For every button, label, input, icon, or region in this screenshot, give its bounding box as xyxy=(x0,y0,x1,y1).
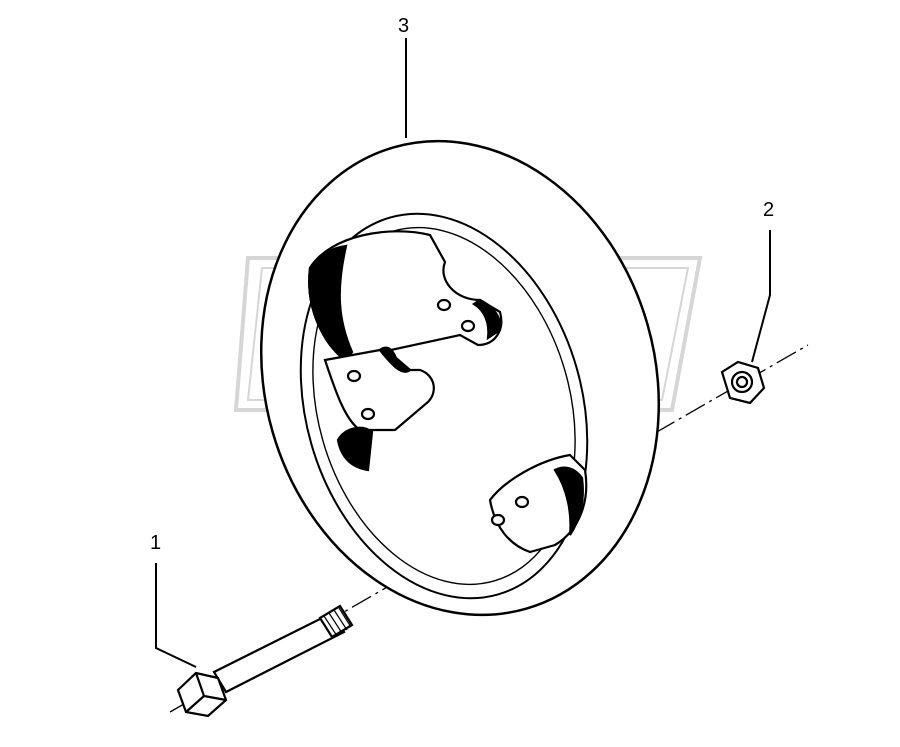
hex-bolt xyxy=(176,604,354,718)
upper-bracket xyxy=(308,230,503,362)
lower-bracket xyxy=(488,453,588,554)
leader-line-1 xyxy=(155,563,197,668)
leader-lines xyxy=(155,38,771,668)
hex-nut xyxy=(720,360,766,405)
callout-label-2: 2 xyxy=(763,199,775,221)
leader-line-2 xyxy=(751,230,771,363)
callout-label-3: 3 xyxy=(398,15,410,37)
hub-disc xyxy=(259,139,661,617)
callout-label-1: 1 xyxy=(150,532,162,554)
left-lug xyxy=(323,346,435,472)
